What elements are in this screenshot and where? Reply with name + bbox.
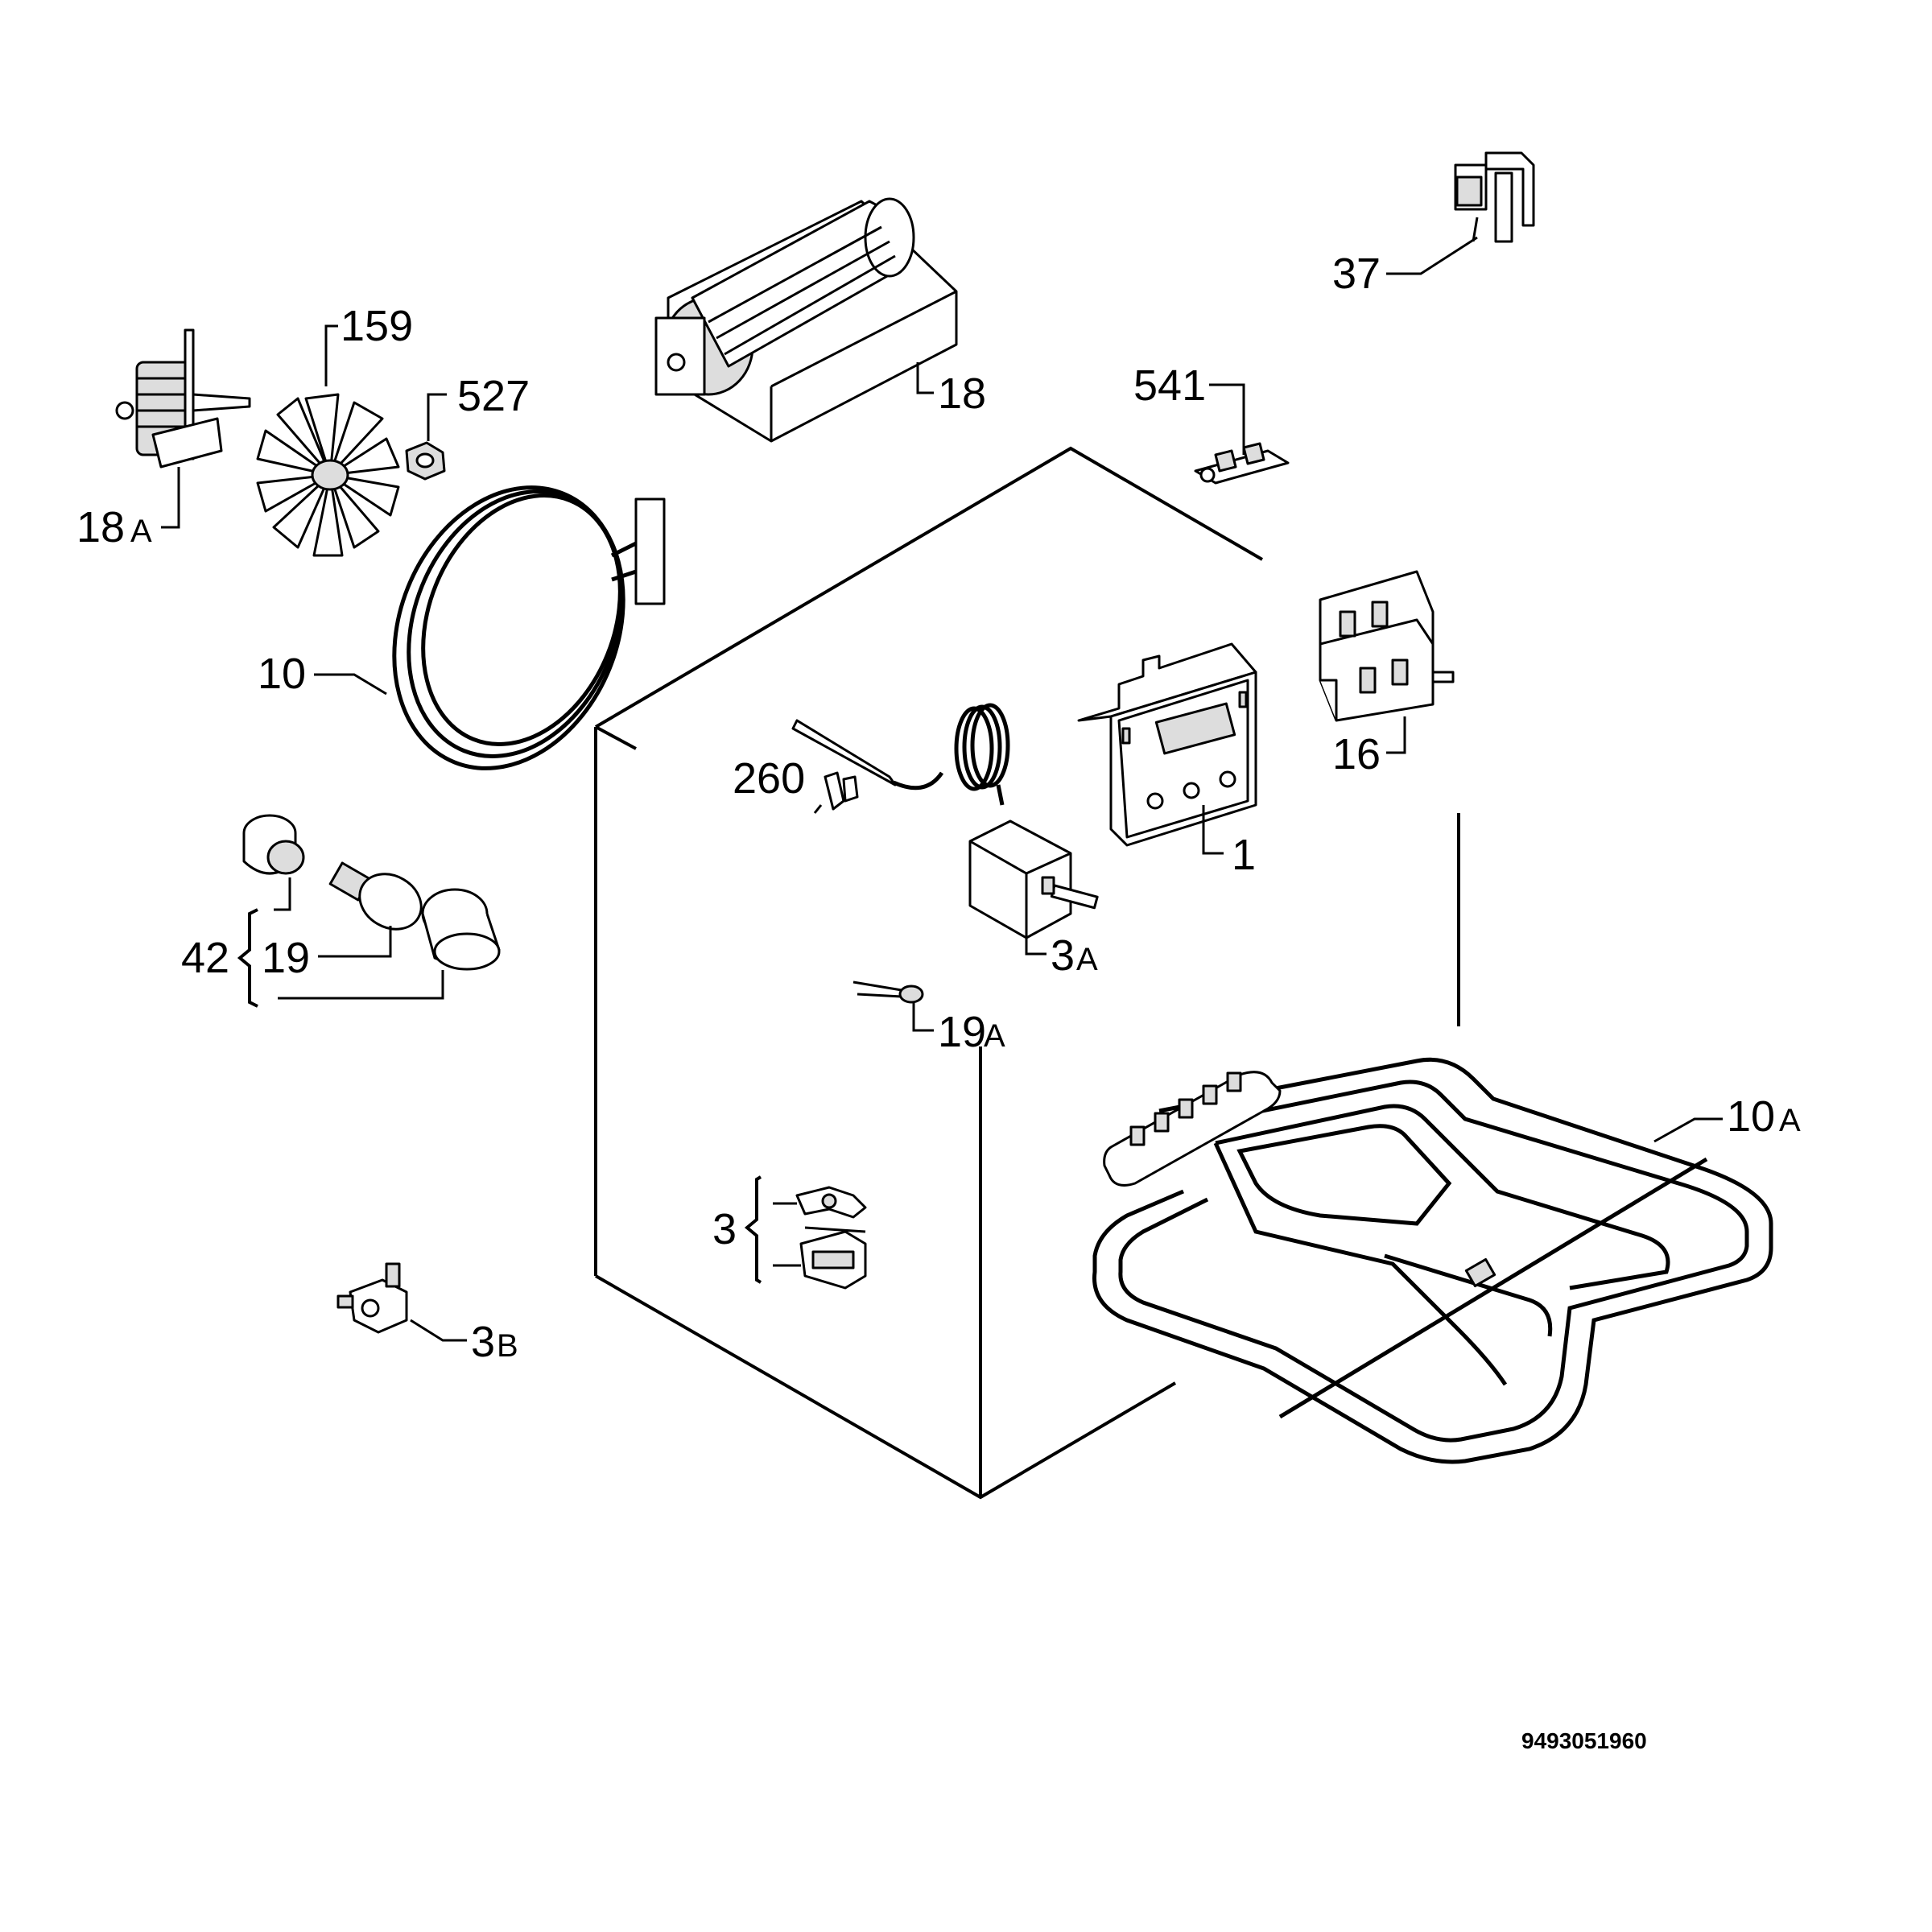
callout-37: 37 bbox=[1332, 250, 1381, 298]
callout-3b-suffix: B bbox=[497, 1328, 518, 1364]
part-1-electronic-timer bbox=[1077, 642, 1257, 847]
leader-42-holder bbox=[274, 877, 291, 911]
callout-18a-number: 18 bbox=[76, 503, 125, 551]
brace-3 bbox=[744, 1175, 762, 1284]
leader-19 bbox=[318, 926, 392, 958]
part-541-terminal-block bbox=[1194, 442, 1290, 485]
callout-18: 18 bbox=[938, 369, 986, 418]
part-16-selector-switch bbox=[1319, 570, 1455, 722]
callout-3a-number: 3 bbox=[1051, 931, 1075, 980]
part-3b-safety-thermostat bbox=[336, 1262, 408, 1334]
leader-10 bbox=[314, 673, 387, 696]
leader-3b bbox=[410, 1319, 467, 1342]
document-number: 9493051960 bbox=[1521, 1728, 1647, 1753]
leader-541 bbox=[1209, 383, 1245, 455]
part-18a-fan-motor bbox=[115, 328, 251, 469]
leader-16 bbox=[1386, 716, 1406, 754]
leader-42-cover bbox=[278, 970, 444, 1000]
callout-19a-number: 19 bbox=[938, 1008, 986, 1056]
callout-159: 159 bbox=[341, 302, 413, 350]
callout-18a-suffix: A bbox=[130, 514, 152, 549]
brace-42 bbox=[237, 908, 258, 1008]
part-3a-thermostat bbox=[791, 703, 1099, 939]
callout-527: 527 bbox=[457, 372, 530, 420]
callout-19: 19 bbox=[262, 934, 310, 982]
part-10-circular-heating-element bbox=[392, 485, 666, 770]
part-18-tangential-fan bbox=[654, 197, 958, 443]
leader-3a bbox=[1025, 926, 1046, 956]
part-19-lamp-bulb bbox=[328, 861, 423, 931]
part-159-fan-blade bbox=[256, 393, 400, 557]
part-260-clip bbox=[813, 771, 859, 814]
callout-1: 1 bbox=[1232, 831, 1256, 879]
leader-18 bbox=[916, 362, 934, 394]
leader-1 bbox=[1202, 805, 1224, 855]
leader-10a bbox=[1653, 1117, 1723, 1143]
leader-19a bbox=[912, 1002, 934, 1032]
callout-16: 16 bbox=[1332, 730, 1381, 778]
callout-541: 541 bbox=[1133, 361, 1206, 410]
callout-42: 42 bbox=[181, 934, 229, 982]
callout-19a-suffix: A bbox=[984, 1018, 1005, 1054]
leader-159 bbox=[324, 324, 338, 386]
part-3-thermal-cutout bbox=[795, 1186, 867, 1290]
callout-3a-suffix: A bbox=[1076, 942, 1098, 977]
callout-3: 3 bbox=[712, 1205, 737, 1253]
leader-18a bbox=[161, 467, 180, 529]
callout-260: 260 bbox=[733, 754, 805, 803]
part-19a-wire-connector bbox=[852, 980, 924, 1004]
part-42-lamp-holder bbox=[242, 814, 305, 875]
callout-3b-number: 3 bbox=[471, 1318, 495, 1366]
leader-37 bbox=[1386, 236, 1478, 275]
part-10a-grill-element bbox=[1092, 1057, 1773, 1464]
part-527-nut bbox=[405, 441, 446, 481]
callout-10a-number: 10 bbox=[1727, 1092, 1775, 1141]
part-37-door-switch bbox=[1454, 151, 1535, 243]
oven-cavity-outline bbox=[594, 446, 1460, 1500]
callout-10: 10 bbox=[258, 650, 306, 698]
part-42-lamp-cover bbox=[421, 888, 501, 971]
callout-10a-suffix: A bbox=[1779, 1103, 1801, 1138]
leader-527 bbox=[427, 393, 447, 441]
